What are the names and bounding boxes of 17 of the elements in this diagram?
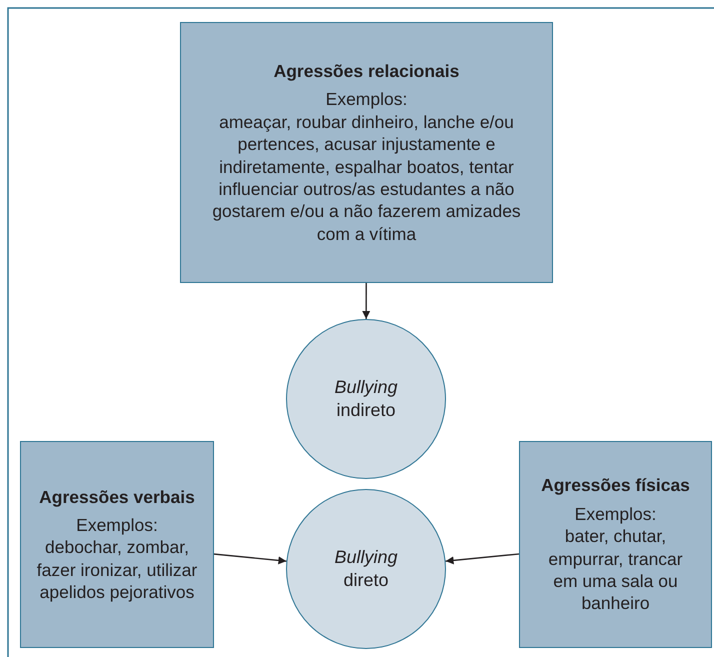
examples-text: debochar, zombar, fazer ironizar, utilizar apelidos pejorativos (36, 536, 198, 604)
arrow (362, 283, 370, 319)
examples-heading: Exemplos: (574, 502, 656, 526)
examples-text: ameaçar, roubar dinheiro, lanche e/ou pertences, acusar injustamente e indiretamente, espalhar boatos, tentar influenciar outros/as estudantes a não gostarem e/ou a não fazerem amizades com a vítima (211, 110, 522, 246)
box-heading: Agressões relacionais (274, 60, 460, 82)
category-box (20, 441, 214, 648)
category-box (180, 22, 553, 283)
node-label: Bullying indireto (334, 376, 398, 422)
box-heading: Agressões verbais (39, 486, 195, 508)
arrow (214, 553, 286, 564)
node-label: Bullying direto (334, 546, 398, 592)
examples-heading: Exemplos: (76, 514, 158, 536)
examples-text: bater, chutar, empurrar, trancar em uma sala ou banheiro (547, 525, 684, 615)
examples-heading: Exemplos: (326, 88, 408, 111)
arrow (446, 553, 520, 564)
category-box (519, 441, 712, 648)
box-heading: Agressões físicas (541, 474, 690, 497)
